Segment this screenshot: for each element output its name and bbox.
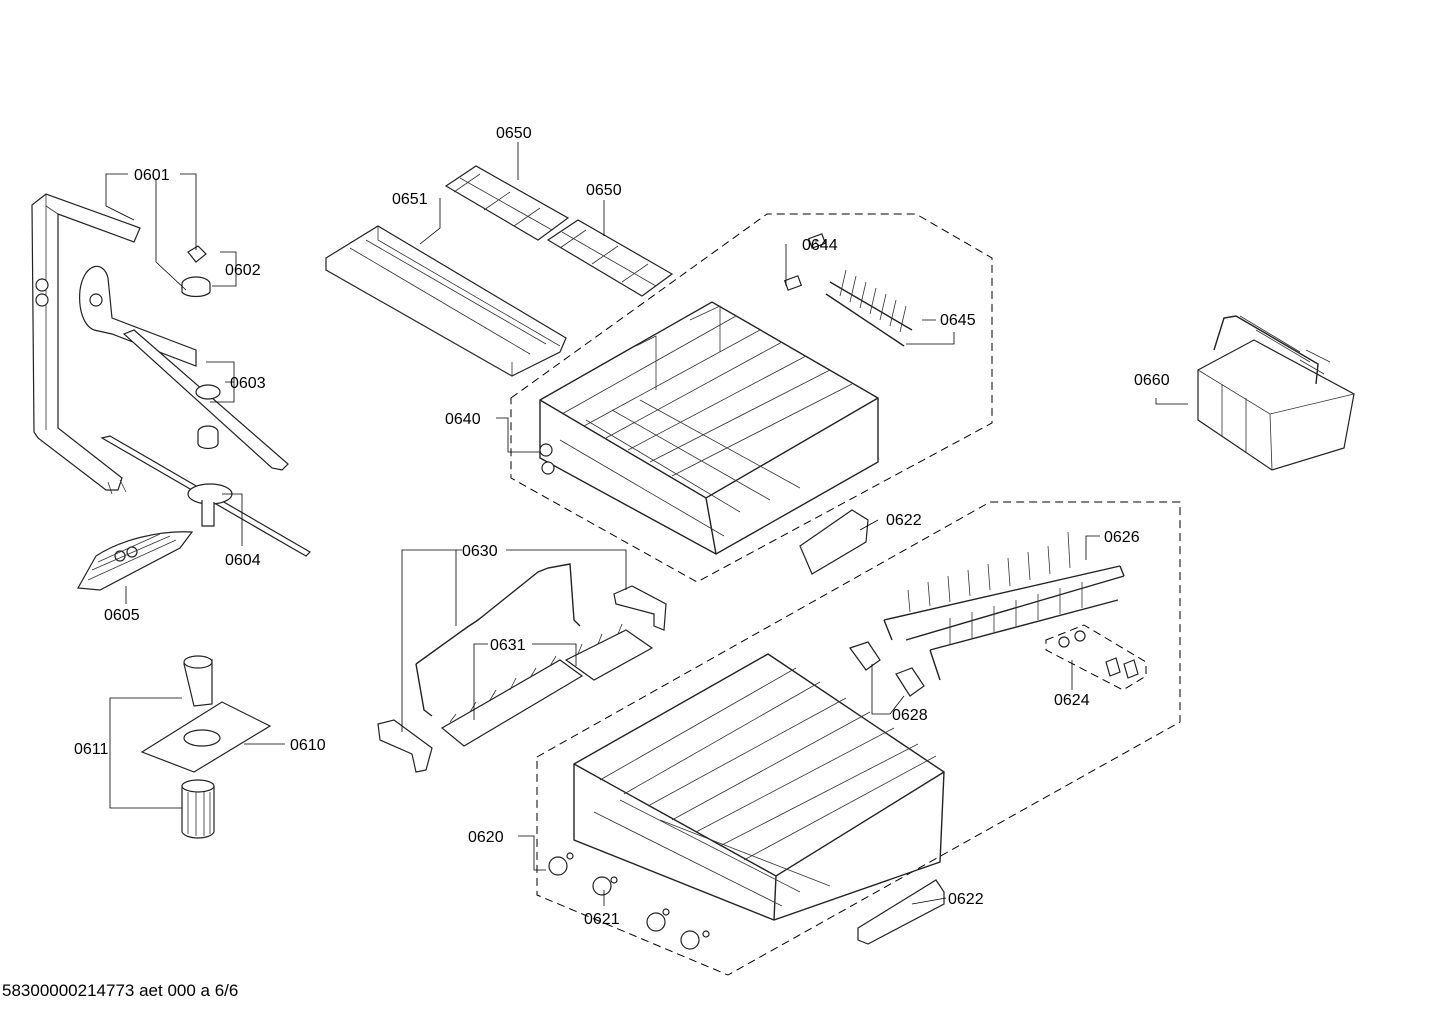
handle-0622-upper: [799, 509, 869, 575]
lower-spray-arm-0604: [100, 435, 311, 557]
label-0650-lower: 0650: [586, 182, 622, 199]
wheels-0621: [548, 852, 710, 950]
bracket-0630-right: [613, 585, 667, 631]
cutlery-tray-0651: [325, 225, 567, 377]
label-0603: 0603: [230, 375, 266, 392]
label-0626: 0626: [1104, 529, 1140, 546]
handle-0622-lower: [857, 879, 945, 945]
label-0645: 0645: [940, 312, 976, 329]
label-0620: 0620: [468, 829, 504, 846]
tine-row-0631-front: [440, 655, 584, 747]
spray-arm-upper-bracket: [79, 265, 197, 367]
rack-rail-0630: [415, 563, 581, 717]
label-0650-upper: 0650: [496, 125, 532, 142]
label-0611: 0611: [74, 741, 109, 758]
label-0605: 0605: [104, 607, 140, 624]
label-0624: 0624: [1054, 692, 1090, 709]
label-0604: 0604: [225, 552, 261, 569]
sieve-cover-0605: [77, 531, 194, 591]
label-0628: 0628: [892, 707, 928, 724]
upper-basket-boundary: [510, 213, 993, 583]
document-code: 58300000214773 aet 000 a 6/6: [2, 981, 239, 1000]
lower-basket-boundary: [536, 501, 1181, 976]
label-0622-lower: 0622: [948, 891, 984, 908]
water-supply-pipe: [31, 193, 141, 495]
nozzle-0602: [181, 245, 211, 298]
cup-shelf-0645: [825, 269, 913, 347]
fine-filter-0611: [181, 779, 215, 839]
accessory-parts-0624: [1058, 630, 1139, 679]
insert-0650-lower: [546, 219, 674, 297]
label-0644: 0644: [802, 237, 838, 254]
label-0640: 0640: [445, 411, 481, 428]
holders-0628: [849, 641, 925, 697]
label-0622-upper: 0622: [886, 512, 922, 529]
label-0601: 0601: [134, 167, 170, 184]
bracket-0630-left: [377, 719, 433, 773]
cutlery-basket-0660: [1197, 315, 1355, 471]
label-0631: 0631: [490, 637, 526, 654]
tine-row-0631-back: [564, 623, 654, 681]
label-0610: 0610: [290, 737, 326, 754]
filter-system-0610: [140, 655, 272, 773]
label-0651: 0651: [392, 191, 428, 208]
label-0602: 0602: [225, 262, 261, 279]
lower-basket-0620: [573, 653, 945, 921]
label-0621: 0621: [584, 911, 620, 928]
accessory-bag-outline-0624: [1045, 624, 1147, 691]
upper-basket-0640: [539, 301, 879, 555]
upper-spray-arm-0603: [122, 329, 289, 471]
insert-0650-upper: [444, 165, 570, 241]
clips-0644: [783, 233, 827, 291]
label-0630: 0630: [462, 543, 498, 560]
leader-lines: [105, 142, 1188, 906]
tine-rack-0626: [883, 531, 1125, 681]
label-0660: 0660: [1134, 372, 1170, 389]
